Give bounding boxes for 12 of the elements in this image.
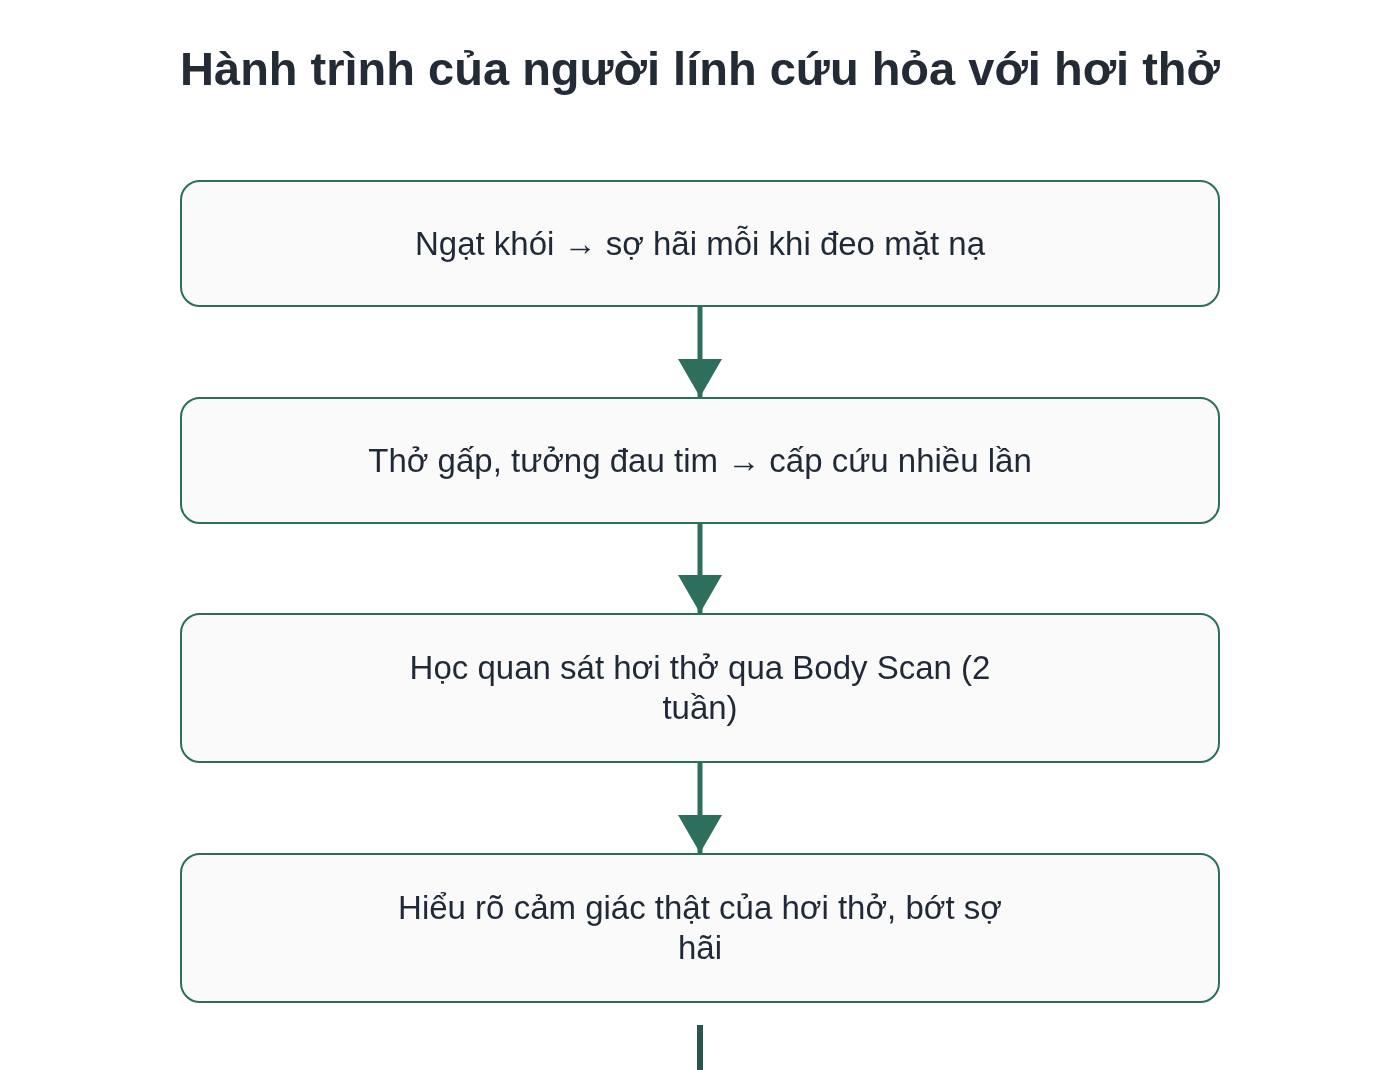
process-box (180, 397, 1220, 524)
arrow (678, 524, 722, 613)
step-text: Học quan sát hơi thở qua Body Scan (2 tuần) (408, 648, 992, 728)
step-text: Hiểu rõ cảm giác thật của hơi thở, bớt sợ hãi (397, 888, 1003, 968)
diagram-title: Hành trình của người lính cứu hỏa với hơi thở (180, 41, 1220, 97)
process-box (180, 613, 1220, 763)
step-text: Thở gấp, tưởng đau tim → cấp cứu nhiều lần (368, 440, 1032, 481)
step-text: Ngạt khói → sợ hãi mỗi khi đeo mặt nạ (414, 223, 986, 264)
process-box (180, 853, 1220, 1003)
arrow (678, 763, 722, 853)
process-box (180, 180, 1220, 307)
arrow (678, 307, 722, 397)
